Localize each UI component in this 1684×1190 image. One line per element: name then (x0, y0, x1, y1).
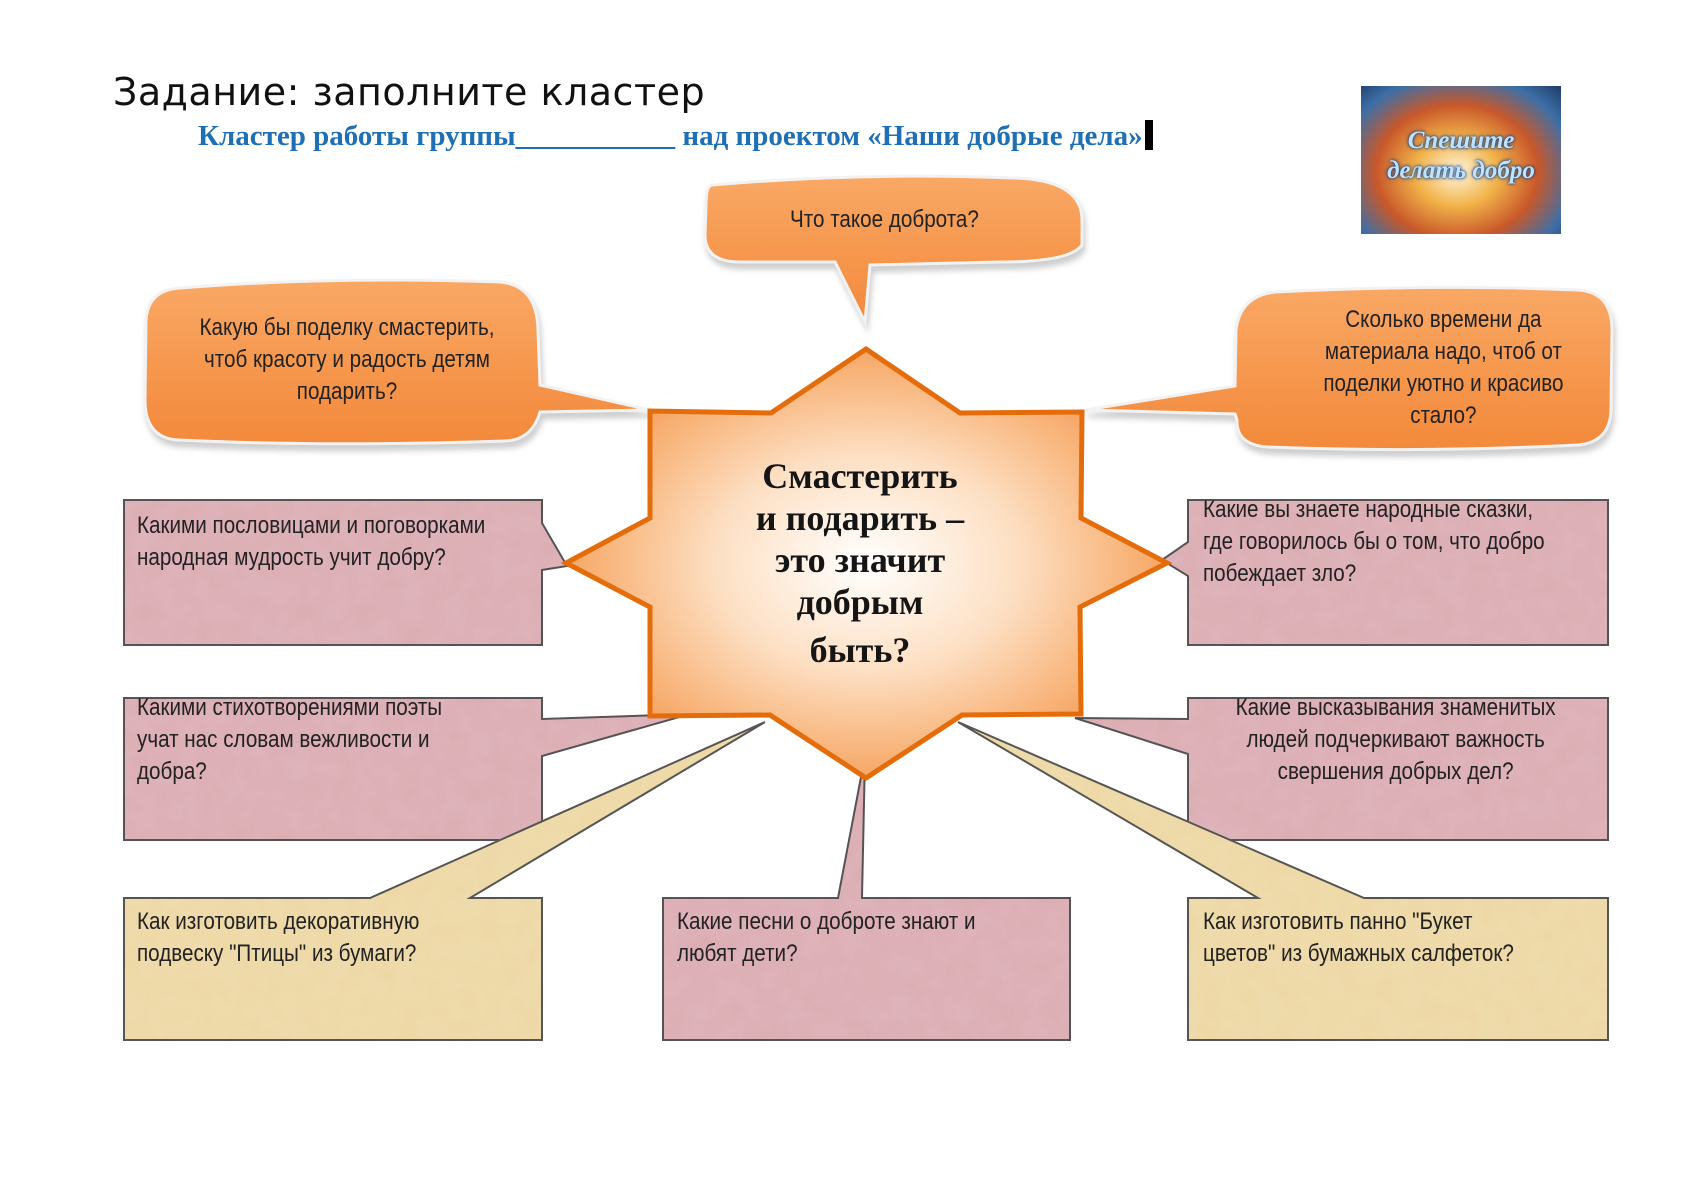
callout-left (143, 278, 651, 446)
center-line: Смастерить (762, 456, 958, 496)
logo-line-2: делать добро (1387, 157, 1535, 184)
box-left-1-text: Какими пословицами и поговорками народна… (137, 512, 486, 571)
box-center-bottom (662, 755, 1071, 1041)
callout-right (1084, 285, 1614, 452)
box-right-1-text: Какие вы знаете народные сказки, где гов… (1203, 496, 1545, 587)
center-line: добрым (796, 582, 924, 622)
center-star (560, 345, 1173, 781)
callout-left-text: Какую бы поделку смастерить, чтоб красот… (199, 314, 495, 405)
subtitle: Кластер работы группы___________ над про… (198, 120, 1153, 153)
box-right-2-text: Какие высказывания знаменитых людей подч… (1235, 694, 1556, 785)
logo-line-1: Спешите (1407, 127, 1515, 154)
box-left-3-text: Как изготовить декоративную подвеску "Пт… (137, 908, 420, 967)
box-center-bottom-text: Какие песни о доброте знают и любят дети… (677, 908, 976, 967)
callout-top (703, 174, 1084, 328)
project-logo: Спешите делать добро (1361, 86, 1561, 234)
callout-right-text: Сколько времени да материала надо, чтоб … (1323, 306, 1564, 429)
central-concept: Смастерить и подарить – это значит добры… (700, 455, 1020, 671)
box-left-1 (123, 499, 569, 646)
box-right-1 (1160, 499, 1609, 646)
box-right-3 (957, 721, 1609, 1041)
callout-top-text: Что такое доброта? (790, 206, 979, 233)
text-cursor (1144, 120, 1153, 150)
box-right-3-text: Как изготовить панно "Букет цветов" из б… (1203, 908, 1514, 967)
center-line: и подарить – (755, 498, 965, 538)
center-line: это значит (774, 540, 946, 580)
box-left-2 (123, 697, 691, 841)
box-left-2-text: Какими стихотворениями поэты учат нас сл… (137, 694, 443, 785)
center-line: быть? (809, 630, 911, 670)
box-left-3 (123, 721, 766, 1041)
box-right-2 (1074, 697, 1609, 841)
page-title: Задание: заполните кластер (113, 70, 706, 114)
